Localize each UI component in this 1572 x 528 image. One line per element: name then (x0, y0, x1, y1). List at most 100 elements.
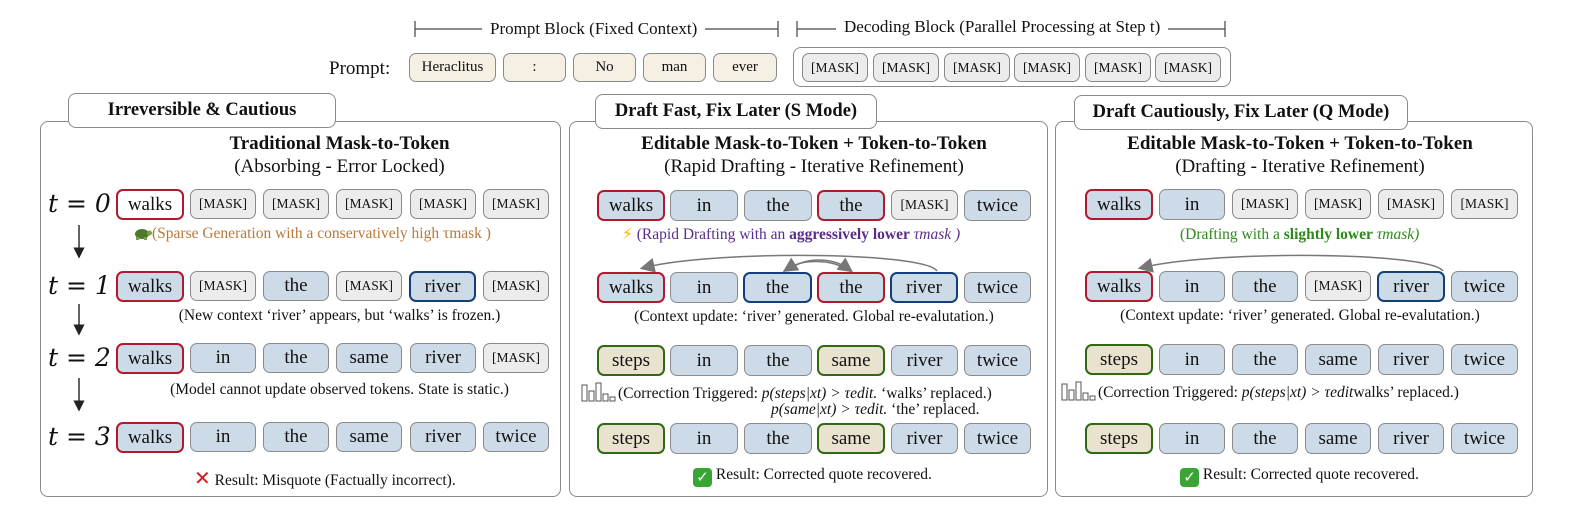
lightning-icon: ⚡ (622, 225, 633, 243)
step-label-t2: t = 2 (48, 343, 111, 372)
panel2-caption3: p(same|xt) > τedit. ‘the’ replaced. (771, 401, 980, 418)
token: river (410, 422, 476, 452)
token-corrected: steps (1085, 344, 1153, 375)
token: in (1159, 423, 1225, 454)
token-draft: walks (116, 189, 184, 220)
panel3-result: ✓ Result: Corrected quote recovered. (1180, 466, 1419, 487)
token: the (744, 423, 812, 454)
token-mask: [MASK] (891, 190, 958, 220)
decoding-block-label: Decoding Block (Parallel Processing at S… (836, 17, 1169, 37)
token-draft: walks (116, 271, 184, 302)
decoding-mask-token: [MASK] (1155, 53, 1221, 82)
prompt-block-label: Prompt Block (Fixed Context) (482, 19, 706, 39)
panel1-tab: Irreversible & Cautious (68, 93, 336, 128)
token-corrected: same (817, 423, 885, 454)
token: the (744, 345, 812, 376)
panel1-title: Traditional Mask-to-Token (229, 133, 450, 154)
decoding-mask-token: [MASK] (944, 53, 1010, 82)
token: river (891, 423, 958, 454)
token: river (891, 345, 958, 376)
panel2-caption1: (Context update: ‘river’ generated. Glob… (634, 308, 994, 325)
panel2-caption0: ⚡ (Rapid Drafting with an aggressively l… (622, 225, 961, 243)
token: twice (1451, 271, 1518, 302)
token-mask: [MASK] (1305, 271, 1371, 301)
prompt-token: man (643, 53, 706, 82)
decoding-mask-token: [MASK] (1085, 53, 1151, 82)
token: twice (1451, 423, 1518, 454)
token-mask: [MASK] (410, 189, 476, 219)
green-check-icon: ✓ (1180, 468, 1199, 487)
token: in (670, 190, 738, 221)
token-mask: [MASK] (190, 271, 256, 301)
token-context: river (409, 271, 476, 302)
token: in (670, 345, 738, 376)
red-cross-icon: ✕ (194, 466, 211, 490)
token: twice (964, 345, 1031, 376)
panel3-tab: Draft Cautiously, Fix Later (Q Mode) (1074, 95, 1408, 130)
panel1-subtitle: (Absorbing - Error Locked) (234, 156, 445, 177)
panel1-caption2: (Model cannot update observed tokens. St… (170, 381, 509, 398)
panel3-heading: Editable Mask-to-Token + Token-to-Token … (1055, 132, 1545, 178)
panel2-caption2: (Correction Triggered: p(steps|xt) > τed… (580, 381, 992, 403)
feedback-arrow-river-to-walks (639, 254, 938, 273)
token-mask: [MASK] (1305, 189, 1371, 219)
token-context: river (890, 272, 958, 303)
token-draft: the (817, 190, 885, 221)
token-mask: [MASK] (336, 271, 402, 301)
step-label-t0: t = 0 (48, 189, 111, 218)
token-mask: [MASK] (1232, 189, 1298, 219)
token-draft: walks (597, 190, 665, 221)
token: same (1305, 344, 1371, 375)
token: twice (1451, 344, 1518, 375)
panel3-subtitle: (Drafting - Iterative Refinement) (1175, 156, 1425, 177)
token-corrected: steps (597, 345, 665, 376)
panel1-caption1: (New context ‘river’ appears, but ‘walks… (178, 307, 501, 324)
token-context: the (743, 272, 812, 303)
panel1-result: ✕ Result: Misquote (Factually incorrect)… (194, 466, 456, 490)
panel2-heading: Editable Mask-to-Token + Token-to-Token … (569, 132, 1059, 178)
token-corrected: steps (597, 423, 665, 454)
token-mask: [MASK] (263, 189, 329, 219)
token: in (670, 272, 738, 303)
step-label-t1: t = 1 (48, 271, 111, 300)
token: in (1159, 344, 1225, 375)
token: same (1305, 423, 1371, 454)
decoding-mask-token: [MASK] (1014, 53, 1080, 82)
token-draft: walks (1085, 271, 1153, 302)
token: the (1232, 423, 1298, 454)
token: the (1232, 271, 1298, 302)
token-mask: [MASK] (1378, 189, 1444, 219)
prompt-label: Prompt: (329, 58, 391, 79)
panel2-title: Editable Mask-to-Token + Token-to-Token (641, 133, 987, 154)
panel1-caption0: (Sparse Generation with a conservatively… (132, 225, 491, 243)
token-draft: walks (116, 343, 184, 374)
prompt-token: Heraclitus (409, 53, 496, 82)
panel3-caption0: (Drafting with a slightly lower τmask) (1180, 226, 1420, 243)
step-label-t3: t = 3 (48, 422, 111, 451)
token: the (263, 343, 329, 373)
token-mask: [MASK] (190, 189, 256, 219)
token-corrected: same (817, 345, 885, 376)
turtle-icon (135, 229, 152, 240)
token: in (670, 423, 738, 454)
green-check-icon: ✓ (693, 468, 712, 487)
panel2-subtitle: (Rapid Drafting - Iterative Refinement) (664, 156, 964, 177)
token-draft: the (817, 272, 885, 303)
decoding-mask-token: [MASK] (873, 53, 939, 82)
token-mask: [MASK] (483, 271, 549, 301)
token: the (744, 190, 812, 221)
token-draft: walks (597, 272, 665, 303)
token: the (263, 422, 329, 452)
token: same (336, 422, 402, 452)
decoding-mask-token: [MASK] (802, 53, 868, 82)
prompt-token: ever (713, 53, 777, 82)
token: twice (964, 423, 1031, 454)
token: twice (964, 190, 1031, 221)
panel2-tab: Draft Fast, Fix Later (S Mode) (595, 94, 877, 129)
feedback-arrow-river-to-walks-q (1137, 254, 1444, 273)
token-mask: [MASK] (483, 343, 549, 373)
token-mask: [MASK] (483, 189, 549, 219)
token-mask: [MASK] (336, 189, 402, 219)
token-corrected: steps (1085, 423, 1153, 454)
